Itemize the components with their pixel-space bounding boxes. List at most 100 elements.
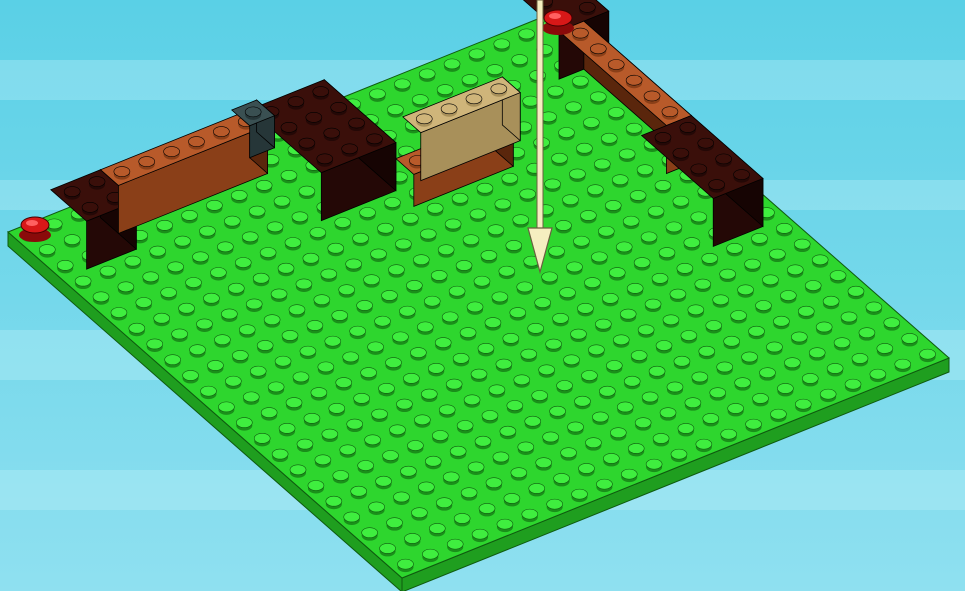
baseplate-stud xyxy=(118,282,134,292)
baseplate-stud xyxy=(500,426,516,436)
baseplate-stud xyxy=(710,388,726,398)
brick-right-corner-block-stud xyxy=(691,164,707,174)
baseplate-stud xyxy=(655,180,671,190)
baseplate-stud xyxy=(713,295,729,305)
baseplate-stud xyxy=(485,318,501,328)
baseplate-stud xyxy=(308,481,324,491)
baseplate-stud xyxy=(256,180,272,190)
brick-left-corner-stud xyxy=(82,202,98,212)
baseplate-stud xyxy=(624,376,640,386)
baseplate-stud xyxy=(427,203,443,213)
baseplate-stud xyxy=(470,209,486,219)
baseplate-stud xyxy=(165,355,181,365)
baseplate-stud xyxy=(239,325,255,335)
baseplate-stud xyxy=(231,190,247,200)
baseplate-stud xyxy=(499,266,515,276)
baseplate-stud xyxy=(449,286,465,296)
brick-front-corner-block-stud xyxy=(281,122,297,132)
baseplate-stud xyxy=(225,376,241,386)
baseplate-stud xyxy=(332,310,348,320)
baseplate-stud xyxy=(161,288,177,298)
baseplate-stud xyxy=(823,296,839,306)
baseplate-stud xyxy=(414,415,430,425)
baseplate-stud xyxy=(598,226,614,236)
baseplate-stud xyxy=(573,236,589,246)
baseplate-stud xyxy=(543,432,559,442)
baseplate-stud xyxy=(192,252,208,262)
baseplate-stud xyxy=(780,291,796,301)
baseplate-stud xyxy=(387,518,403,528)
baseplate-stud xyxy=(646,459,662,469)
brick-front-corner-block-stud xyxy=(367,134,383,144)
baseplate-stud xyxy=(798,306,814,316)
baseplate-stud xyxy=(278,263,294,273)
baseplate-stud xyxy=(383,451,399,461)
brick-left-wall-stud xyxy=(139,157,155,167)
baseplate-stud xyxy=(446,379,462,389)
baseplate-stud xyxy=(720,269,736,279)
brick-left-corner-stud xyxy=(89,177,105,187)
baseplate-stud xyxy=(326,496,342,506)
baseplate-stud xyxy=(379,383,395,393)
baseplate-stud xyxy=(412,95,428,105)
baseplate-stud xyxy=(376,476,392,486)
baseplate-stud xyxy=(362,528,378,538)
baseplate-stud xyxy=(442,312,458,322)
baseplate-stud xyxy=(486,478,502,488)
brick-back-corner-stud xyxy=(579,2,595,12)
baseplate-stud xyxy=(674,356,690,366)
baseplate-stud xyxy=(660,408,676,418)
baseplate-stud xyxy=(303,253,319,263)
baseplate-stud xyxy=(638,325,654,335)
baseplate-stud xyxy=(663,315,679,325)
baseplate-stud xyxy=(472,529,488,539)
baseplate-stud xyxy=(547,499,563,509)
baseplate-stud xyxy=(384,198,400,208)
baseplate-stud xyxy=(495,199,511,209)
baseplate-stud xyxy=(535,298,551,308)
baseplate-stud xyxy=(186,278,202,288)
baseplate-stud xyxy=(402,213,418,223)
baseplate-stud xyxy=(150,246,166,256)
baseplate-stud xyxy=(210,268,226,278)
baseplate-stud xyxy=(456,260,472,270)
baseplate-stud xyxy=(556,220,572,230)
baseplate-stud xyxy=(562,195,578,205)
baseplate-stud xyxy=(431,270,447,280)
baseplate-stud xyxy=(569,169,585,179)
baseplate-stud xyxy=(606,361,622,371)
baseplate-stud xyxy=(519,29,535,39)
baseplate-stud xyxy=(300,346,316,356)
baseplate-stud xyxy=(523,96,539,106)
baseplate-stud xyxy=(249,206,265,216)
baseplate-stud xyxy=(731,311,747,321)
baseplate-stud xyxy=(552,153,568,163)
baseplate-stud xyxy=(368,342,384,352)
baseplate-stud xyxy=(393,492,409,502)
brick-back-right-wall-stud xyxy=(644,91,660,101)
baseplate-stud xyxy=(605,200,621,210)
baseplate-stud xyxy=(250,366,266,376)
baseplate-stud xyxy=(350,326,366,336)
baseplate-stud xyxy=(438,245,454,255)
baseplate-stud xyxy=(685,398,701,408)
baseplate-stud xyxy=(420,229,436,239)
baseplate-stud xyxy=(343,352,359,362)
brick-left-corner-stud xyxy=(64,187,80,197)
baseplate-stud xyxy=(264,315,280,325)
baseplate-stud xyxy=(57,260,73,270)
baseplate-stud xyxy=(648,206,664,216)
baseplate-stud xyxy=(214,335,230,345)
baseplate-stud xyxy=(681,331,697,341)
baseplate-stud xyxy=(608,108,624,118)
baseplate-stud xyxy=(413,255,429,265)
baseplate-stud xyxy=(224,216,240,226)
baseplate-stud xyxy=(759,368,775,378)
baseplate-stud xyxy=(136,298,152,308)
baseplate-stud xyxy=(667,382,683,392)
baseplate-stud xyxy=(578,463,594,473)
baseplate-stud xyxy=(203,293,219,303)
baseplate-stud xyxy=(354,393,370,403)
baseplate-stud xyxy=(272,449,288,459)
baseplate-stud xyxy=(742,352,758,362)
